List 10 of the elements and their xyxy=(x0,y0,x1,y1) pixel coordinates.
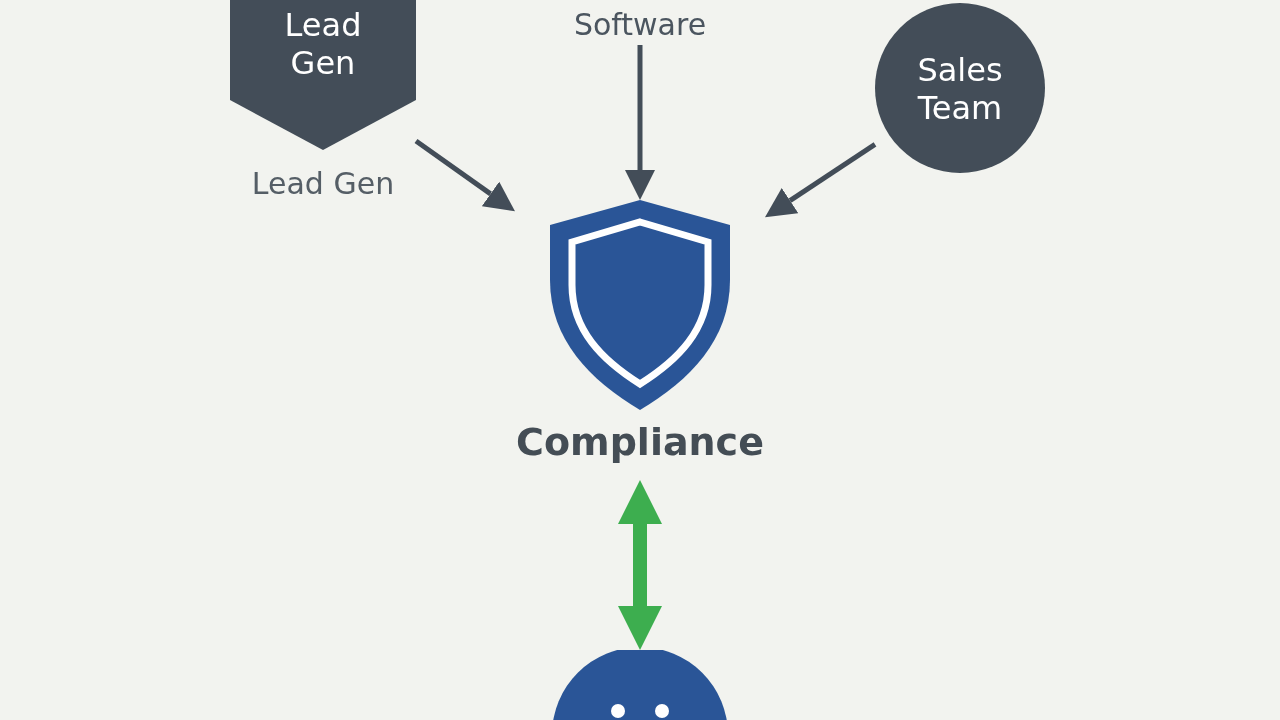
node-label: Lead Gen xyxy=(283,6,363,82)
arrow xyxy=(618,480,662,650)
arrow xyxy=(765,142,877,218)
arrow xyxy=(414,138,515,212)
node-label: Software xyxy=(572,6,708,44)
node-label: Sales Team xyxy=(916,51,1004,127)
node-title: Compliance xyxy=(515,420,765,464)
arrow xyxy=(625,45,655,200)
node-caption: Lead Gen xyxy=(250,166,396,201)
circle-node xyxy=(875,3,1045,173)
